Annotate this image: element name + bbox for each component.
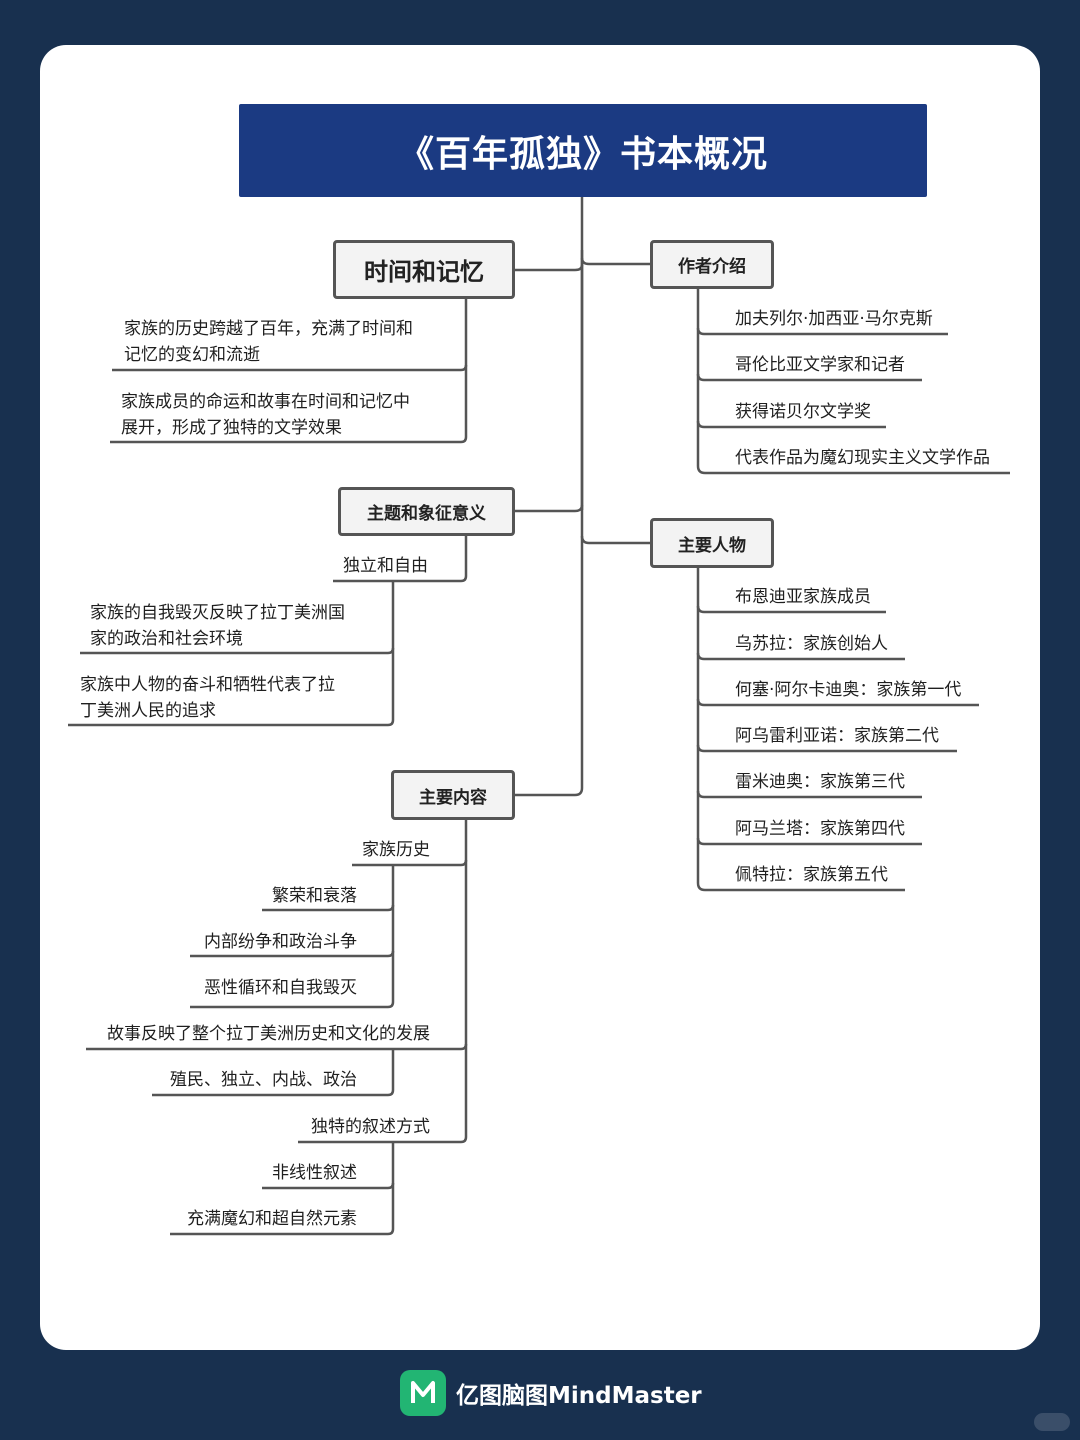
- list-item[interactable]: 代表作品为魔幻现实主义文学作品: [735, 448, 990, 468]
- logo-glyph-icon: [411, 1381, 435, 1403]
- list-item[interactable]: 家族成员的命运和故事在时间和记忆中 展开，形成了独特的文学效果: [121, 389, 410, 441]
- list-item[interactable]: 繁荣和衰落: [272, 886, 357, 906]
- item-line: 丁美洲人民的追求: [80, 701, 216, 721]
- list-item[interactable]: 殖民、独立、内战、政治: [170, 1070, 357, 1090]
- branch-time-memory[interactable]: 时间和记忆: [333, 240, 515, 299]
- item-line: 家族的历史跨越了百年，充满了时间和: [124, 319, 413, 339]
- item-line: 家的政治和社会环境: [90, 629, 243, 649]
- item-line: 家族成员的命运和故事在时间和记忆中: [121, 392, 410, 412]
- branch-characters[interactable]: 主要人物: [650, 518, 774, 568]
- list-item[interactable]: 何塞·阿尔卡迪奥：家族第一代: [735, 680, 962, 700]
- branch-author[interactable]: 作者介绍: [650, 240, 774, 289]
- root-topic-title[interactable]: 《百年孤独》书本概况: [239, 104, 927, 197]
- subtopic-label[interactable]: 独特的叙述方式: [311, 1117, 430, 1137]
- list-item[interactable]: 哥伦比亚文学家和记者: [735, 355, 905, 375]
- list-item[interactable]: 家族的自我毁灭反映了拉丁美洲国 家的政治和社会环境: [90, 600, 345, 652]
- list-item[interactable]: 恶性循环和自我毁灭: [204, 978, 357, 998]
- list-item[interactable]: 阿乌雷利亚诺：家族第二代: [735, 726, 939, 746]
- list-item[interactable]: 阿马兰塔：家族第四代: [735, 819, 905, 839]
- list-item[interactable]: 雷米迪奥：家族第三代: [735, 772, 905, 792]
- item-line: 家族的自我毁灭反映了拉丁美洲国: [90, 603, 345, 623]
- list-item[interactable]: 内部纷争和政治斗争: [204, 932, 357, 952]
- list-item[interactable]: 获得诺贝尔文学奖: [735, 402, 871, 422]
- list-item[interactable]: 佩特拉：家族第五代: [735, 865, 888, 885]
- item-line: 家族中人物的奋斗和牺牲代表了拉: [80, 675, 335, 695]
- list-item[interactable]: 布恩迪亚家族成员: [735, 587, 871, 607]
- brand-footer: 亿图脑图MindMaster: [400, 1370, 702, 1416]
- branch-main-content[interactable]: 主要内容: [391, 770, 515, 820]
- list-item[interactable]: 加夫列尔·加西亚·马尔克斯: [735, 309, 933, 329]
- subtopic-label[interactable]: 家族历史: [362, 840, 430, 860]
- list-item[interactable]: 家族的历史跨越了百年，充满了时间和 记忆的变幻和流逝: [124, 316, 413, 368]
- brand-name: 亿图脑图MindMaster: [456, 1383, 702, 1409]
- item-line: 展开，形成了独特的文学效果: [121, 418, 342, 438]
- subtopic-label[interactable]: 故事反映了整个拉丁美洲历史和文化的发展: [107, 1024, 430, 1044]
- list-item[interactable]: 家族中人物的奋斗和牺牲代表了拉 丁美洲人民的追求: [80, 672, 335, 724]
- list-item[interactable]: 充满魔幻和超自然元素: [187, 1209, 357, 1229]
- watermark-badge: [1034, 1413, 1070, 1431]
- mindmaster-logo-icon: [400, 1370, 446, 1416]
- list-item[interactable]: 非线性叙述: [272, 1163, 357, 1183]
- list-item[interactable]: 乌苏拉：家族创始人: [735, 634, 888, 654]
- item-line: 记忆的变幻和流逝: [124, 345, 260, 365]
- subtopic-label[interactable]: 独立和自由: [343, 556, 428, 576]
- branch-theme-symbolism[interactable]: 主题和象征意义: [338, 487, 515, 536]
